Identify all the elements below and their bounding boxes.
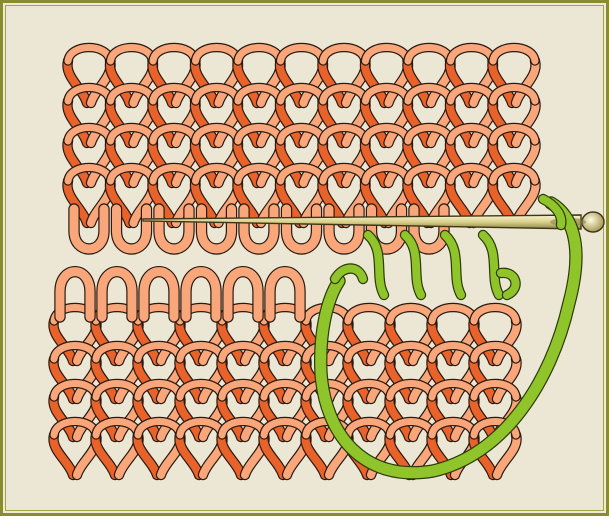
stitch-head bbox=[238, 48, 280, 62]
stitch-head bbox=[390, 308, 432, 322]
lower-knitted-fabric bbox=[53, 272, 516, 475]
stitch-head bbox=[323, 48, 365, 62]
stitch-head bbox=[432, 308, 474, 322]
stitch-head bbox=[451, 48, 493, 62]
stitch-head bbox=[111, 48, 153, 62]
stitch-head bbox=[196, 48, 238, 62]
yarn-hook-right bbox=[501, 273, 516, 295]
stitch-head bbox=[408, 48, 450, 62]
stitch-head bbox=[68, 48, 110, 62]
stitch-head bbox=[153, 48, 195, 62]
stitch-head bbox=[348, 308, 390, 322]
stitch-head bbox=[366, 48, 408, 62]
yarn-hook-left bbox=[335, 269, 363, 280]
grafting-diagram bbox=[3, 3, 609, 519]
stitch-head bbox=[474, 308, 516, 322]
yarn-wrap bbox=[483, 235, 499, 295]
stitch-head bbox=[281, 48, 323, 62]
stitch-head bbox=[493, 48, 535, 62]
yarn-wrap bbox=[445, 235, 461, 295]
